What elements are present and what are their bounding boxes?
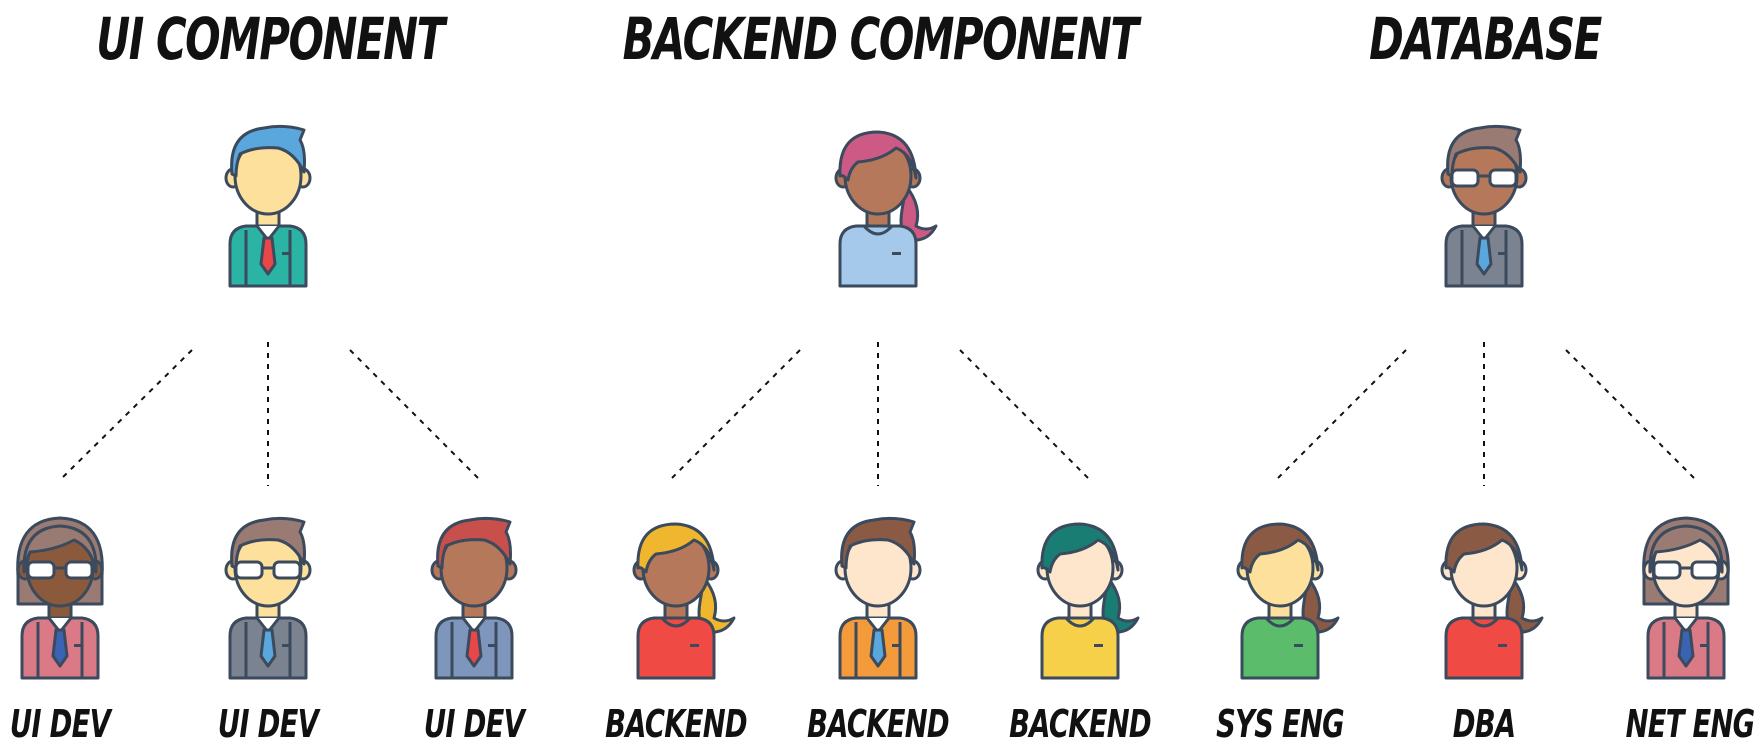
label-sys-eng: SYS ENG bbox=[1216, 702, 1344, 746]
label-ui-dev-1: UI DEV bbox=[9, 702, 111, 746]
label-ui-dev-2: UI DEV bbox=[217, 702, 319, 746]
label-dba: DBA bbox=[1452, 702, 1516, 746]
avatar-dba bbox=[1440, 522, 1544, 680]
connector-database-right bbox=[1565, 349, 1695, 479]
avatar-database-lead bbox=[1440, 124, 1528, 288]
connector-ui-right bbox=[349, 349, 479, 479]
connector-backend-left bbox=[671, 349, 801, 479]
title-database: DATABASE bbox=[1369, 5, 1602, 73]
avatar-net-eng bbox=[1642, 516, 1730, 680]
connector-backend-right bbox=[959, 349, 1089, 479]
label-ui-dev-3: UI DEV bbox=[423, 702, 525, 746]
title-backend-component: BACKEND COMPONENT bbox=[622, 5, 1139, 73]
avatar-backend-1 bbox=[632, 522, 736, 680]
avatar-ui-dev-3 bbox=[430, 516, 518, 680]
avatar-sys-eng bbox=[1236, 522, 1340, 680]
connector-database-left bbox=[1277, 349, 1407, 479]
avatar-ui-lead bbox=[224, 124, 312, 288]
title-ui-component: UI COMPONENT bbox=[96, 5, 445, 73]
avatar-ui-dev-2 bbox=[224, 516, 312, 680]
avatar-backend-3 bbox=[1036, 522, 1140, 680]
label-backend-3: BACKEND bbox=[1009, 702, 1151, 746]
avatar-backend-2 bbox=[834, 516, 922, 680]
avatar-ui-dev-1 bbox=[16, 516, 104, 680]
connector-ui-left bbox=[61, 349, 193, 479]
avatar-backend-lead bbox=[834, 130, 938, 288]
label-backend-2: BACKEND bbox=[807, 702, 949, 746]
label-net-eng: NET ENG bbox=[1625, 702, 1756, 746]
label-backend-1: BACKEND bbox=[605, 702, 747, 746]
